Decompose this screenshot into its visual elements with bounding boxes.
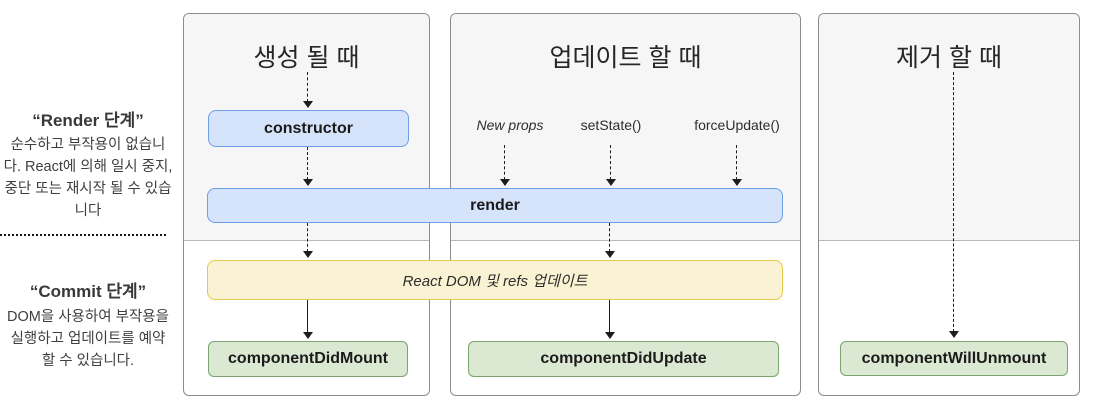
column-unmounting-title: 제거 할 때 — [896, 44, 1002, 72]
node-component-did-mount: componentDidMount — [208, 341, 408, 377]
render-phase-description: 순수하고 부작용이 없습니다. React에 의해 일시 중지, 중단 또는 재… — [3, 137, 173, 219]
commit-phase-annotation: “Commit 단계” — [2, 277, 174, 302]
commit-phase-title: “Commit 단계” — [29, 282, 147, 301]
trigger-set-state: setState() — [580, 117, 642, 133]
render-phase-annotation: “Render 단계” — [2, 106, 174, 131]
node-constructor: constructor — [208, 110, 409, 147]
trigger-force-update: forceUpdate() — [694, 117, 780, 133]
unmounting-render-zone — [819, 14, 1079, 241]
trigger-new-props: New props — [476, 117, 544, 133]
node-component-did-update: componentDidUpdate — [468, 341, 779, 377]
node-render: render — [207, 188, 783, 223]
column-unmounting: 제거 할 때 — [818, 13, 1080, 396]
phase-separator-dotted-line — [0, 234, 166, 236]
commit-phase-description: DOM을 사용하여 부작용을 실행하고 업데이트를 예약 할 수 있습니다. — [7, 309, 169, 369]
column-mounting-title: 생성 될 때 — [253, 44, 360, 72]
column-updating-title: 업데이트 할 때 — [549, 44, 702, 72]
render-phase-title: “Render 단계” — [32, 111, 144, 130]
node-react-dom-refs-update: React DOM 및 refs 업데이트 — [207, 260, 783, 300]
node-component-will-unmount: componentWillUnmount — [840, 341, 1068, 376]
